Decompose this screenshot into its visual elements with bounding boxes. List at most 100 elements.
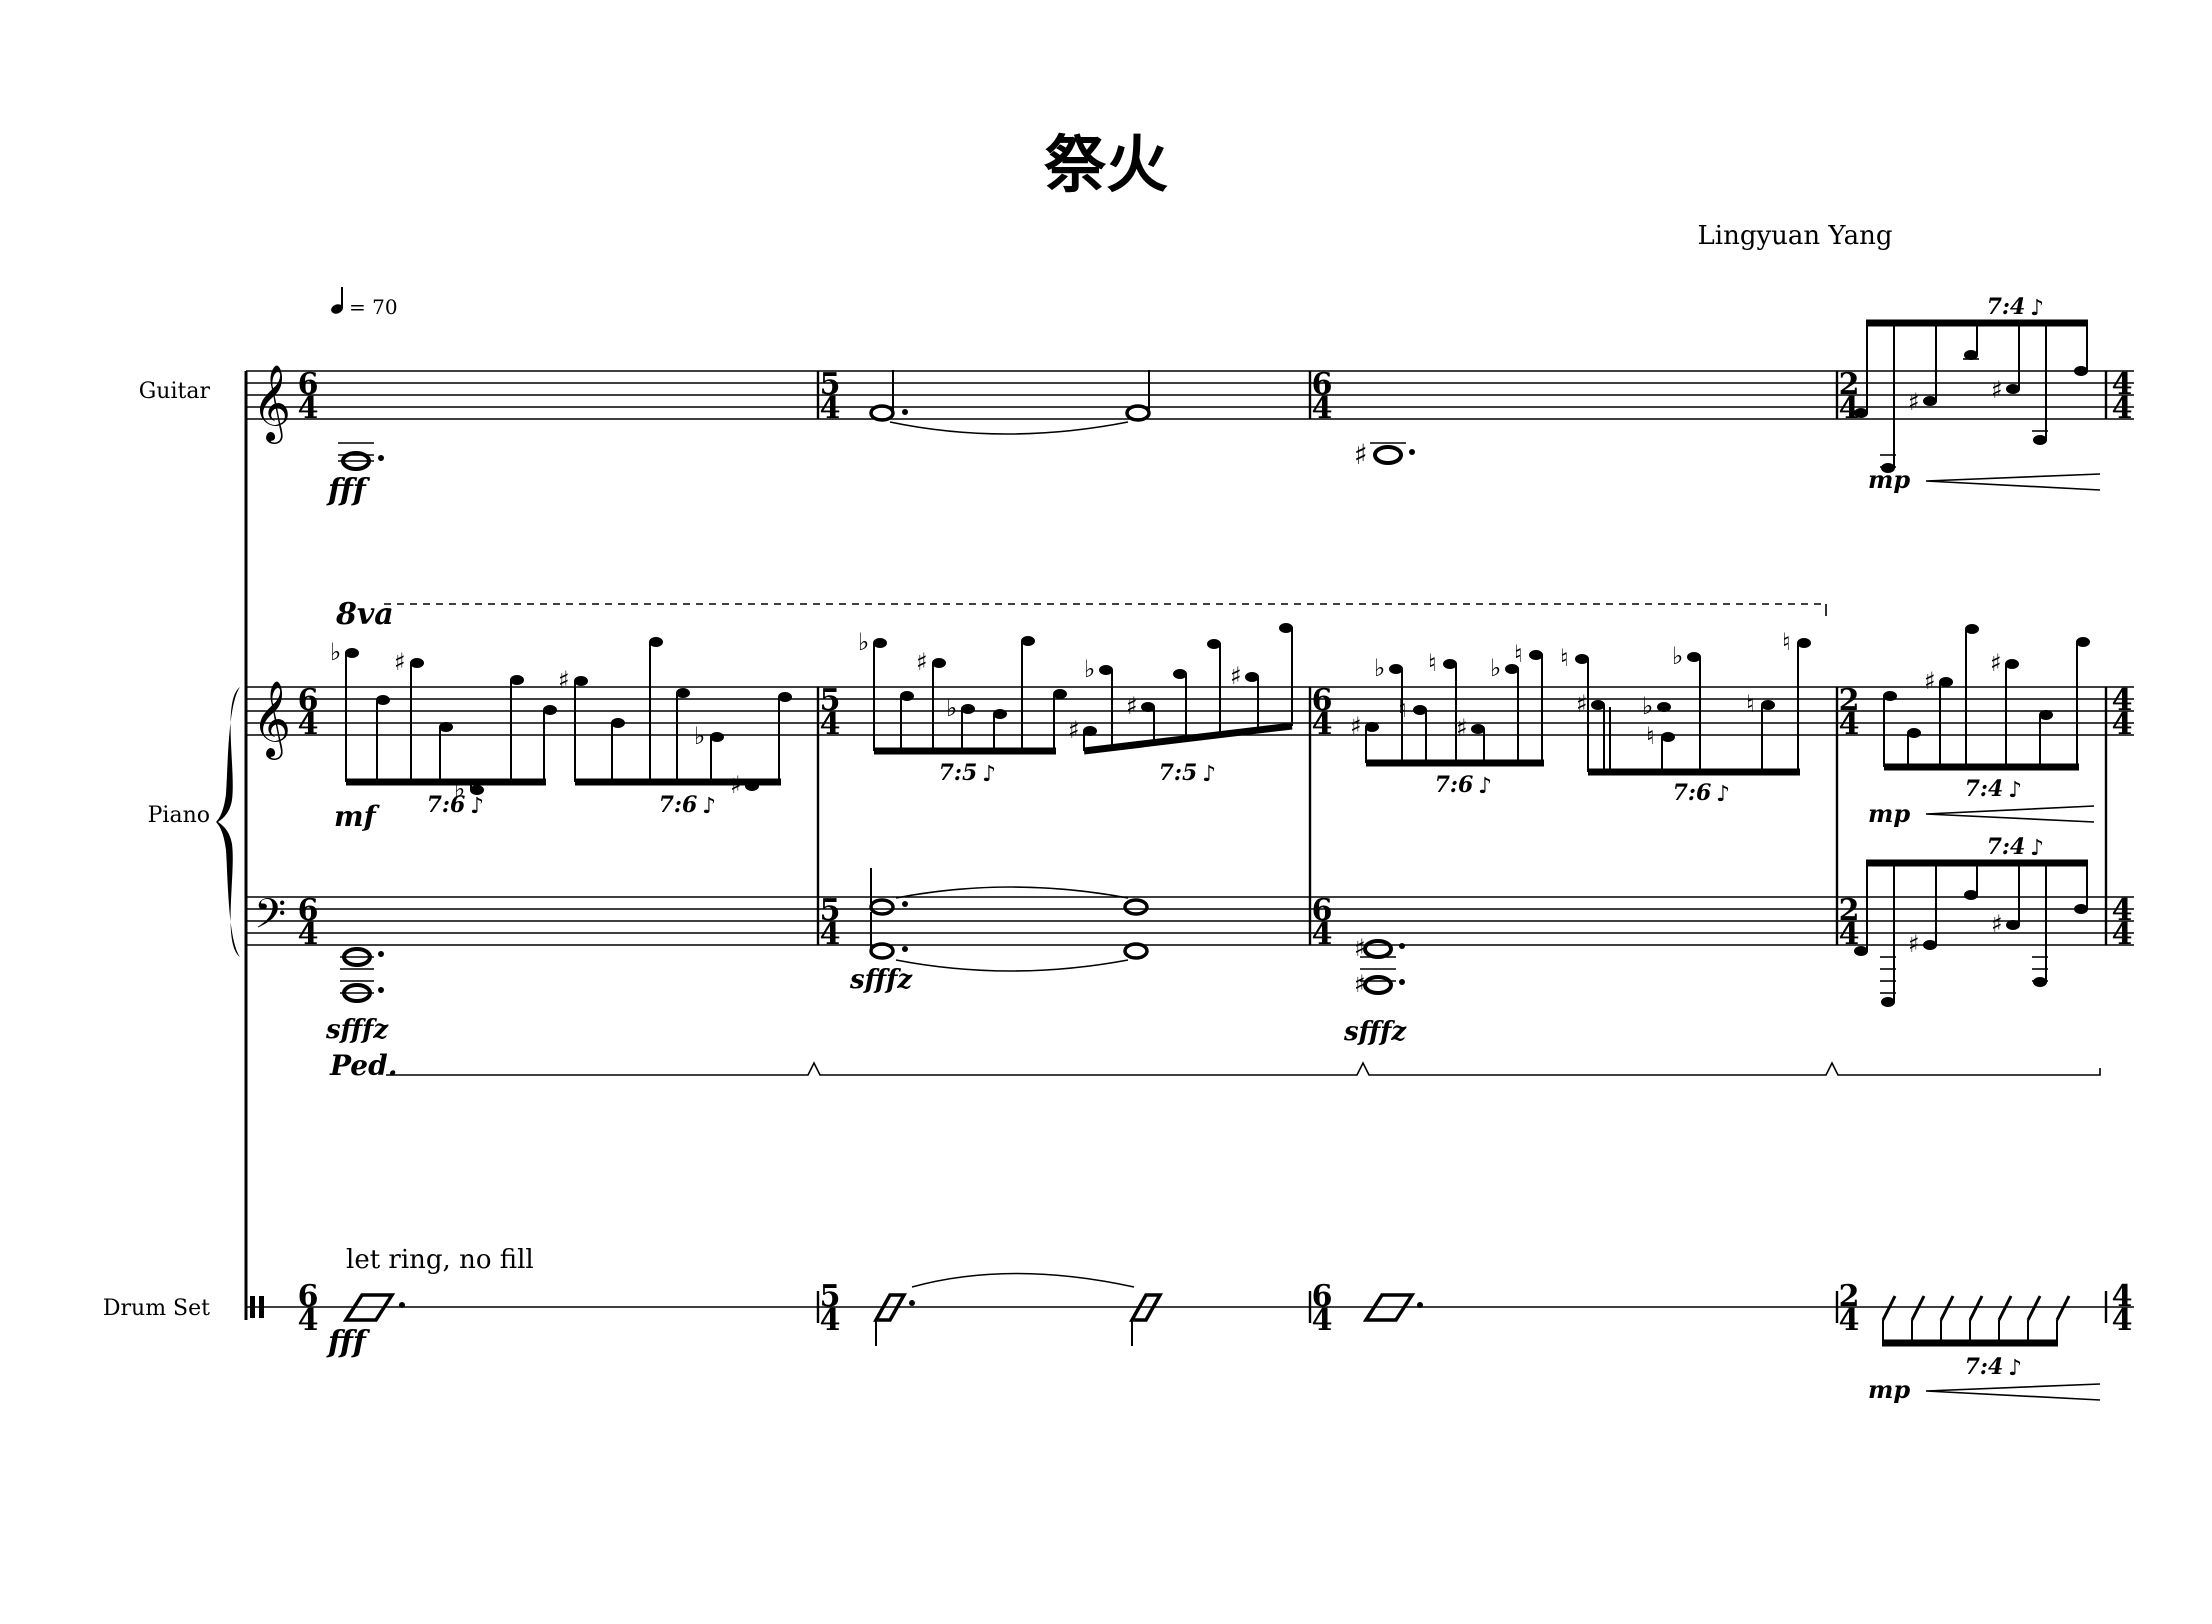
timesig-piano-rh-m2-num: 5 [820, 683, 841, 718]
staff-guitar [246, 370, 2134, 420]
timesig-piano-rh-m5-den: 4 [2112, 707, 2133, 742]
timesig-piano-lh-m5-num: 4 [2112, 893, 2133, 928]
tuplet-piano-m2-b: 7:5 [1159, 760, 1198, 786]
svg-text:♮: ♮ [1428, 649, 1437, 677]
crescendo-hairpin-guitar [1925, 473, 2101, 491]
drum-instruction: let ring, no fill [346, 1245, 534, 1275]
dynamic-piano-bass-m1: sfffz [325, 1015, 389, 1045]
timesig-drum-m4-den: 4 [1839, 1303, 1860, 1338]
barlines [816, 371, 2108, 1323]
dynamic-drum-m4: mp [1868, 1375, 1910, 1404]
timesig-drum-m3-num: 6 [1312, 1279, 1333, 1314]
tempo-value: = 70 [349, 295, 398, 319]
svg-text:♭: ♭ [1374, 654, 1385, 682]
timesig-piano-rh-m2-den: 4 [820, 707, 841, 742]
eighth-note-icon: ♪ [702, 794, 716, 819]
piano-brace [216, 687, 240, 957]
timesig-drum-m1-den: 4 [298, 1303, 319, 1338]
instrument-name-guitar: Guitar [139, 379, 211, 404]
timesig-piano-lh-m4-den: 4 [1839, 917, 1860, 952]
timesig-piano-rh-m4-den: 4 [1839, 707, 1860, 742]
score-title: 祭火 [1044, 128, 1168, 201]
svg-text:♮: ♮ [1646, 722, 1655, 750]
tuplet-drum-m4: 7:4 [1965, 1354, 2004, 1380]
svg-text:♯: ♯ [1068, 716, 1080, 744]
crescendo-hairpin-drum [1925, 1383, 2101, 1401]
crescendo-hairpin-piano [1925, 805, 2095, 823]
timesig-piano-lh-m1-den: 4 [298, 917, 319, 952]
eighth-note-icon: ♪ [2008, 1356, 2022, 1381]
guitar-notes: ♯ ♯ ♯ [338, 319, 2088, 473]
timesig-piano-rh-m1-num: 6 [298, 683, 319, 718]
timesig-guitar-m1-num: 6 [298, 367, 319, 402]
piano-treble-notes: ♭ ♯ ♭ ♯ ♭ ♯ ♭ ♯ ♭ ♯ [330, 623, 2090, 803]
dynamic-guitar-m4: mp [1868, 465, 1910, 494]
timesig-drum-m2-den: 4 [820, 1303, 841, 1338]
svg-text:♯: ♯ [1354, 438, 1368, 471]
treble-clef-guitar: 𝄞 [252, 364, 291, 444]
timesig-guitar-m5-den: 4 [2112, 391, 2133, 426]
timesig-drum-m3-den: 4 [1312, 1303, 1333, 1338]
svg-text:♭: ♭ [1642, 692, 1653, 720]
piano-bass-notes: ♯ ♯ ♯ ♯ [340, 859, 2088, 1007]
timesig-piano-lh-m4-num: 2 [1839, 893, 1860, 928]
timesig-guitar-m5-num: 4 [2112, 367, 2133, 402]
svg-text:♯: ♯ [1991, 376, 2003, 404]
svg-text:♭: ♭ [1084, 655, 1095, 683]
svg-text:♯: ♯ [1456, 714, 1468, 742]
timesig-drum-m5-num: 4 [2112, 1279, 2133, 1314]
instrument-name-drum-set: Drum Set [103, 1296, 210, 1321]
dynamic-piano-m4: mp [1868, 799, 1910, 828]
svg-text:♯: ♯ [1990, 649, 2002, 677]
dynamic-piano-m1: mf [334, 800, 381, 833]
tuplet-piano-m1-b: 7:6 [659, 792, 698, 818]
tuplet-piano-m4: 7:4 [1965, 776, 2004, 802]
svg-text:♮: ♮ [1782, 628, 1791, 656]
timesig-piano-lh-m2-num: 5 [820, 893, 841, 928]
tuplet-piano-bass-m4: 7:4 [1987, 834, 2026, 860]
svg-text:♮: ♮ [1514, 640, 1523, 668]
composer-name: Lingyuan Yang [1698, 221, 1893, 251]
eighth-note-icon: ♪ [1716, 782, 1730, 807]
svg-text:♭: ♭ [1672, 642, 1683, 670]
svg-text:♯: ♯ [394, 648, 406, 676]
staff-piano-bass [246, 896, 2134, 946]
svg-text:♯: ♯ [1991, 910, 2003, 938]
timesig-drum-m1-num: 6 [298, 1279, 319, 1314]
svg-text:♯: ♯ [1908, 930, 1920, 958]
tuplet-guitar-m4: 7:4 [1987, 294, 2026, 320]
tuplet-piano-m2-a: 7:5 [939, 760, 978, 786]
svg-text:♭: ♭ [694, 722, 705, 750]
svg-text:♮: ♮ [1746, 690, 1755, 718]
timesig-guitar-m4-den: 4 [1839, 391, 1860, 426]
svg-text:♯: ♯ [1350, 712, 1362, 740]
ottava-line: 8va [335, 597, 1827, 632]
instrument-name-piano: Piano [148, 803, 210, 828]
drum-notes [342, 1272, 2071, 1347]
timesig-guitar-m3-num: 6 [1312, 367, 1333, 402]
eighth-note-icon: ♪ [2008, 778, 2022, 803]
dynamic-piano-bass-m3: sfffz [1343, 1017, 1407, 1047]
timesig-piano-lh-m3-num: 6 [1312, 893, 1333, 928]
bass-clef-piano: 𝄢 [254, 890, 286, 948]
eighth-note-icon: ♪ [1202, 762, 1216, 787]
eighth-note-icon: ♪ [2030, 836, 2044, 861]
timesig-drum-m5-den: 4 [2112, 1303, 2133, 1338]
svg-text:♯: ♯ [916, 648, 928, 676]
svg-text:♯: ♯ [1924, 667, 1936, 695]
timesig-piano-rh-m3-num: 6 [1312, 683, 1333, 718]
pedal-line [386, 1061, 2101, 1076]
timesig-drum-m4-num: 2 [1839, 1279, 1860, 1314]
percussion-clef [250, 1296, 264, 1318]
svg-text:♮: ♮ [1560, 644, 1569, 672]
eighth-note-icon: ♪ [2030, 296, 2044, 321]
svg-text:♯: ♯ [558, 666, 570, 694]
svg-text:♭: ♭ [454, 775, 465, 803]
svg-text:♭: ♭ [946, 694, 957, 722]
timesig-guitar-m2-den: 4 [820, 391, 841, 426]
eighth-note-icon: ♪ [1478, 774, 1492, 799]
timesig-guitar-m2-num: 5 [820, 367, 841, 402]
timesig-drum-m2-num: 5 [820, 1279, 841, 1314]
timesig-piano-rh-m3-den: 4 [1312, 707, 1333, 742]
